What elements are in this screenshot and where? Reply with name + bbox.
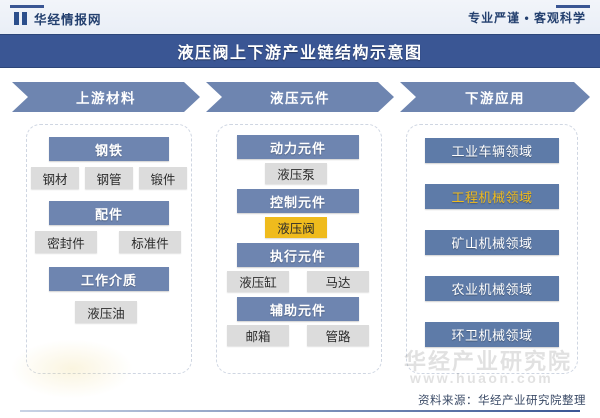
group-header-fittings-label: 配件	[94, 206, 123, 222]
application-mining-machinery: 矿山机械领域	[425, 230, 559, 255]
item-hydraulic-valve-label: 液压阀	[277, 222, 315, 236]
brand[interactable]: 华经情报网	[14, 9, 102, 28]
stage-label-midstream: 液压元件	[270, 91, 330, 106]
item-tank-label: 邮箱	[245, 330, 271, 344]
application-agricultural-machinery-label: 农业机械领域	[451, 282, 533, 297]
item-motor: 马达	[307, 271, 369, 292]
application-sanitation-machinery: 环卫机械领域	[425, 322, 559, 347]
application-mining-machinery-label: 矿山机械领域	[451, 236, 533, 251]
top-header-bar: 华经情报网 专业严谨 • 客观科学	[0, 0, 600, 35]
item-seal-label: 密封件	[47, 236, 85, 251]
panel-downstream: 工业车辆领域 工程机械领域 矿山机械领域 农业机械领域 环卫机械领域	[406, 124, 578, 374]
application-industrial-vehicle: 工业车辆领域	[425, 138, 559, 163]
application-sanitation-machinery-label: 环卫机械领域	[451, 328, 533, 343]
item-standard-part: 标准件	[119, 231, 181, 253]
item-hydraulic-pump-label: 液压泵	[277, 168, 315, 182]
group-header-power-component: 动力元件	[237, 135, 359, 159]
application-construction-machinery-label: 工程机械领域	[451, 190, 533, 205]
group-header-steel: 钢铁	[49, 137, 169, 161]
item-seal: 密封件	[35, 231, 97, 253]
bottom-rule	[20, 410, 580, 412]
application-agricultural-machinery: 农业机械领域	[425, 276, 559, 301]
item-tank: 邮箱	[227, 325, 289, 346]
stage-header-downstream: 下游应用	[400, 82, 590, 112]
top-rule-left	[10, 5, 44, 8]
item-standard-part-label: 标准件	[131, 236, 169, 251]
application-industrial-vehicle-label: 工业车辆领域	[451, 144, 533, 159]
slogan-text: 专业严谨 • 客观科学	[468, 11, 586, 25]
item-motor-label: 马达	[325, 276, 351, 290]
item-steel-plate: 钢材	[31, 167, 79, 189]
item-forging-label: 锻件	[150, 172, 176, 187]
group-header-actuator-component-label: 执行元件	[269, 248, 326, 264]
group-header-auxiliary-component-label: 辅助元件	[269, 302, 326, 318]
stage-header-upstream: 上游材料	[12, 82, 200, 112]
item-steel-pipe: 钢管	[85, 167, 133, 189]
item-hydraulic-cylinder: 液压缸	[227, 271, 289, 292]
item-pipeline-label: 管路	[325, 330, 351, 344]
stage-header-midstream: 液压元件	[206, 82, 394, 112]
group-header-working-medium-label: 工作介质	[80, 272, 137, 288]
item-steel-plate-label: 钢材	[42, 172, 68, 187]
item-hydraulic-valve-highlighted: 液压阀	[265, 217, 327, 238]
group-header-control-component: 控制元件	[237, 189, 359, 213]
brand-label: 华经情报网	[34, 13, 102, 27]
stage-label-upstream: 上游材料	[76, 91, 136, 106]
item-forging: 锻件	[139, 167, 187, 189]
group-header-working-medium: 工作介质	[49, 267, 169, 291]
chart-title-band: 液压阀上下游产业链结构示意图	[0, 34, 600, 68]
page-title: 液压阀上下游产业链结构示意图	[177, 45, 423, 62]
application-construction-machinery-highlighted: 工程机械领域	[425, 184, 559, 209]
group-header-actuator-component: 执行元件	[237, 243, 359, 267]
source-note: 资料来源：华经产业研究院整理	[418, 395, 586, 407]
item-hydraulic-cylinder-label: 液压缸	[239, 276, 277, 290]
group-header-control-component-label: 控制元件	[269, 194, 326, 210]
panel-upstream: 钢铁 钢材 钢管 锻件 配件 密封件 标准件 工作介质 液压油	[26, 124, 192, 374]
item-hydraulic-oil: 液压油	[75, 301, 137, 323]
group-header-auxiliary-component: 辅助元件	[237, 297, 359, 321]
item-hydraulic-oil-label: 液压油	[87, 306, 125, 321]
item-pipeline: 管路	[307, 325, 369, 346]
group-header-power-component-label: 动力元件	[269, 140, 326, 156]
stage-label-downstream: 下游应用	[465, 91, 525, 106]
item-steel-pipe-label: 钢管	[96, 172, 122, 187]
group-header-steel-label: 钢铁	[94, 142, 123, 158]
item-hydraulic-pump: 液压泵	[265, 163, 327, 184]
group-header-fittings: 配件	[49, 201, 169, 225]
panel-midstream: 动力元件 液压泵 控制元件 液压阀 执行元件 液压缸 马达 辅助元件 邮箱 管路	[216, 124, 382, 374]
top-rule-right	[556, 5, 590, 8]
book-mark-icon	[14, 12, 28, 25]
